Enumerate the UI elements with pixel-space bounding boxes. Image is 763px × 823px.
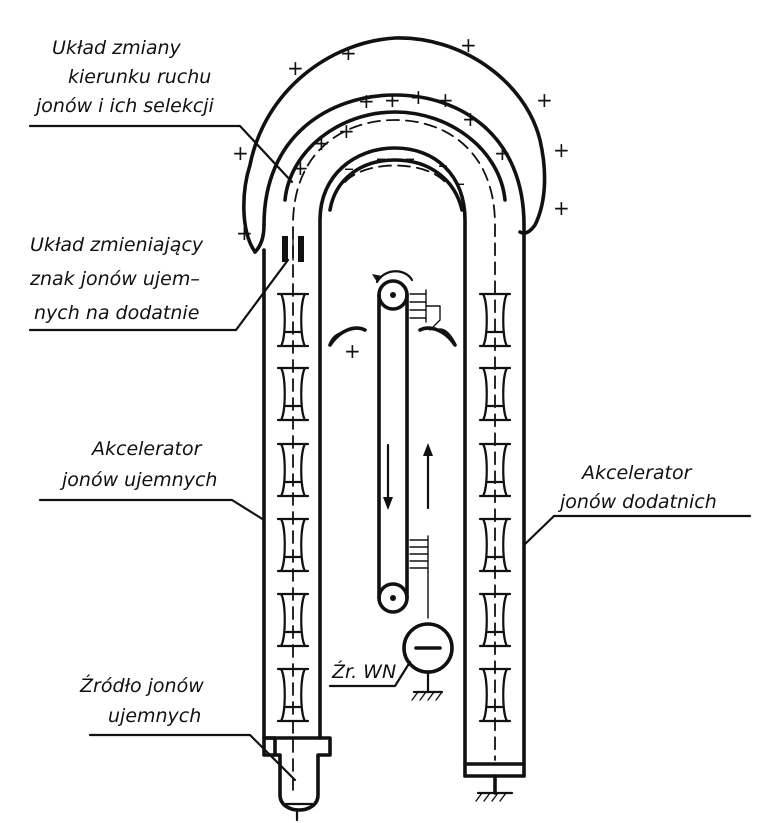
plus-sign-15: + — [553, 138, 570, 162]
plus-sign-5: + — [232, 141, 249, 165]
label-positive-accel: Akcelerator jonów dodatnich — [557, 462, 717, 513]
right-ground-hatch — [475, 792, 507, 802]
label-direction-change: Układ zmiany kierunku ruchu jonów i ich … — [33, 37, 215, 117]
label-ion-source: Źródło jonów ujemnych — [79, 674, 204, 727]
plus-sign-7: + — [313, 131, 330, 155]
label-negative-accel-line2: jonów ujemnych — [59, 469, 217, 491]
label-charge-change: Układ zmieniający znak jonów ujem– nych … — [29, 234, 204, 324]
charge-signs: ++++++++++++++++++––––– — [232, 33, 570, 363]
negative-electrode-2 — [276, 366, 310, 422]
hv-ground-hatch — [411, 691, 443, 701]
label-negative-accel-line1: Akcelerator — [90, 438, 203, 460]
bottom-pulley-hub — [390, 595, 396, 601]
label-charge-change-line1: Układ zmieniający — [30, 234, 204, 256]
label-ion-source-line1: Źródło jonów — [79, 674, 204, 697]
minus-sign-1: – — [344, 156, 354, 180]
plus-sign-16: + — [553, 196, 570, 220]
plus-sign-1: + — [287, 56, 304, 80]
inner-deflector-electrode — [328, 158, 464, 212]
positive-electrode-4 — [478, 517, 512, 573]
plus-sign-14: + — [494, 141, 511, 165]
right-tube-end — [463, 762, 526, 778]
inner-beam-arc — [344, 164, 446, 183]
leader-lines — [28, 124, 752, 782]
label-charge-change-line2: znak jonów ujem– — [29, 268, 200, 290]
stripper-electrode-right — [298, 236, 304, 262]
negative-electrode-3 — [276, 442, 310, 498]
ion-beam-path — [292, 119, 496, 791]
plus-sign-6: + — [292, 156, 309, 180]
deflector-housing — [242, 36, 547, 254]
positive-electrode-6 — [478, 667, 512, 723]
rotation-arrow-head — [372, 274, 382, 282]
plus-sign-9: + — [358, 89, 375, 113]
label-direction-change-line1: Układ zmiany — [52, 37, 182, 59]
u-tube-inner — [318, 146, 467, 778]
plus-sign-17: + — [236, 221, 253, 245]
label-hv-source: Źr. WN — [331, 660, 396, 683]
top-pulley-hub — [390, 292, 396, 298]
top-charge-comb — [409, 289, 441, 331]
negative-electrode-5 — [276, 592, 310, 648]
deflector-housing-inner-left — [253, 223, 266, 254]
positive-electrode-5 — [478, 592, 512, 648]
negative-electrode-1 — [276, 292, 310, 348]
plus-sign-3: + — [460, 33, 477, 57]
plus-sign-2: + — [340, 41, 357, 65]
right-terminal-clamp — [418, 326, 457, 347]
plus-sign-10: + — [384, 88, 401, 112]
negative-ion-electrodes — [276, 292, 310, 723]
positive-electrode-3 — [478, 442, 512, 498]
belt-up-arrow-head — [423, 443, 433, 456]
plus-sign-4: + — [536, 88, 553, 112]
label-ion-source-line2: ujemnych — [108, 705, 201, 727]
outer-deflector-electrode — [283, 110, 507, 202]
left-terminal-clamp — [328, 326, 367, 347]
minus-sign-4: – — [438, 153, 448, 177]
label-negative-accel: Akcelerator jonów ujemnych — [59, 438, 217, 491]
ion-source-bulb — [262, 736, 332, 812]
negative-electrode-4 — [276, 517, 310, 573]
minus-sign-2: – — [376, 146, 386, 170]
label-positive-accel-line2: jonów dodatnich — [557, 491, 717, 513]
label-direction-change-line2: kierunku ruchu — [68, 66, 211, 88]
positive-electrode-2 — [478, 366, 512, 422]
label-positive-accel-line1: Akcelerator — [580, 462, 693, 484]
minus-sign-3: – — [405, 146, 415, 170]
minus-sign-5: – — [455, 171, 465, 195]
bottom-charge-comb — [409, 535, 429, 619]
label-direction-change-line3: jonów i ich selekcji — [33, 95, 215, 117]
belt-down-arrow-head — [383, 497, 393, 510]
plus-sign-13: + — [462, 107, 479, 131]
plus-sign-11: + — [410, 85, 427, 109]
negative-electrode-6 — [276, 667, 310, 723]
positive-electrode-1 — [478, 292, 512, 348]
stripper-electrode-left — [282, 236, 288, 262]
plus-sign-8: + — [338, 119, 355, 143]
positive-ion-electrodes — [478, 292, 512, 723]
plus-sign-12: + — [437, 88, 454, 112]
label-charge-change-line3: nych na dodatnie — [34, 302, 199, 324]
plus-sign-18: + — [344, 339, 361, 363]
